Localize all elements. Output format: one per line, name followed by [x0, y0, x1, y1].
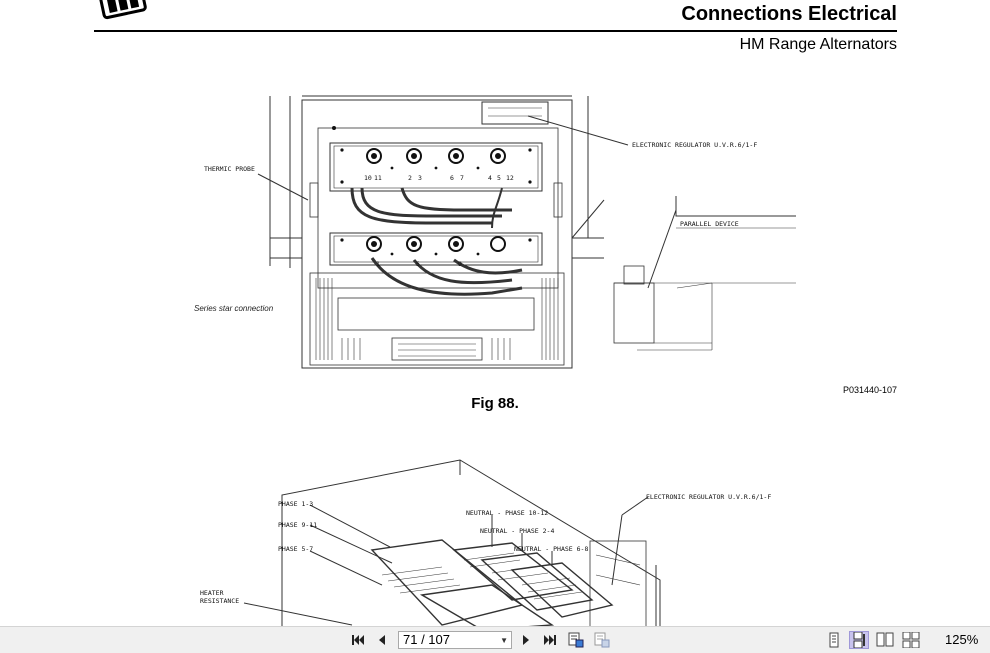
terminal-number: 2 [408, 174, 412, 182]
figure-caption: Fig 88. [0, 395, 990, 412]
two-page-view-icon [876, 632, 894, 647]
chevron-down-icon: ▼ [500, 636, 508, 645]
label-phase-1-3: PHASE 1-3 [278, 500, 313, 508]
label-neutral-phase-2-4: NEUTRAL - PHASE 2-4 [480, 527, 554, 535]
terminal-number: 3 [418, 174, 422, 182]
two-page-continuous-view-icon [902, 632, 920, 648]
pdf-toolbar: 71 / 107 ▼ [0, 626, 990, 653]
two-page-view-button[interactable] [875, 631, 895, 649]
figure-89-diagram: PHASE 1-3 PHASE 9-11 PHASE 5-7 HEATER RE… [200, 459, 771, 626]
label-phase-5-7: PHASE 5-7 [278, 545, 313, 553]
jcb-logo [99, 0, 147, 20]
page-number-select[interactable]: 71 / 107 ▼ [398, 631, 512, 649]
terminal-number: 9 [458, 260, 462, 268]
single-page-view-button[interactable] [824, 631, 844, 649]
two-page-continuous-view-button[interactable] [901, 631, 921, 649]
last-page-button[interactable] [540, 631, 560, 649]
terminal-number: 7 [460, 174, 464, 182]
fit-page-button[interactable] [566, 631, 586, 649]
label-resistance: RESISTANCE [200, 597, 239, 605]
zoom-level[interactable]: 125% [945, 632, 979, 647]
label-electronic-regulator-2: ELECTRONIC REGULATOR U.V.R.6/1-F [646, 493, 771, 501]
terminal-number: 4 [488, 174, 492, 182]
figure-88-diagram: 10 11 2 3 6 7 4 5 12 1 5 9 THERMIC PROBE… [194, 95, 796, 369]
previous-page-icon [379, 635, 385, 645]
continuous-view-icon [853, 632, 865, 648]
next-page-icon [523, 635, 529, 645]
label-thermic-probe: THERMIC PROBE [204, 165, 255, 173]
label-neutral-phase-10-12: NEUTRAL - PHASE 10-12 [466, 509, 548, 517]
label-neutral-phase-6-8: NEUTRAL - PHASE 6-8 [514, 545, 588, 553]
label-electronic-regulator: ELECTRONIC REGULATOR U.V.R.6/1-F [632, 141, 757, 149]
single-page-view-icon [829, 632, 839, 648]
terminal-number: 1 [376, 260, 380, 268]
continuous-view-button[interactable] [849, 631, 869, 649]
next-page-button[interactable] [516, 631, 536, 649]
first-page-icon [352, 635, 364, 645]
fit-width-icon [594, 632, 610, 648]
terminal-number: 5 [416, 260, 420, 268]
figure-caption-text: Fig 88. [471, 395, 519, 412]
fit-width-button[interactable] [592, 631, 612, 649]
page-title: Connections Electrical [681, 3, 897, 25]
header-rule [94, 30, 897, 32]
page-number-value: 71 / 107 [403, 632, 450, 647]
terminal-number: 5 [497, 174, 501, 182]
label-parallel-device: PARALLEL DEVICE [680, 220, 739, 228]
figure-code: P031440-107 [842, 385, 897, 395]
terminal-number: 11 [374, 174, 382, 182]
terminal-number: 6 [450, 174, 454, 182]
terminal-number: 10 [364, 174, 372, 182]
previous-page-button[interactable] [372, 631, 392, 649]
first-page-button[interactable] [348, 631, 368, 649]
label-heater: HEATER [200, 589, 224, 597]
page-subtitle: HM Range Alternators [739, 36, 897, 53]
label-phase-9-11: PHASE 9-11 [278, 521, 317, 529]
label-series-star-connection: Series star connection [194, 304, 274, 313]
fit-page-icon [568, 632, 584, 648]
terminal-number: 12 [506, 174, 514, 182]
document-page: Connections Electrical HM Range Alternat… [0, 0, 990, 626]
last-page-icon [544, 635, 556, 645]
